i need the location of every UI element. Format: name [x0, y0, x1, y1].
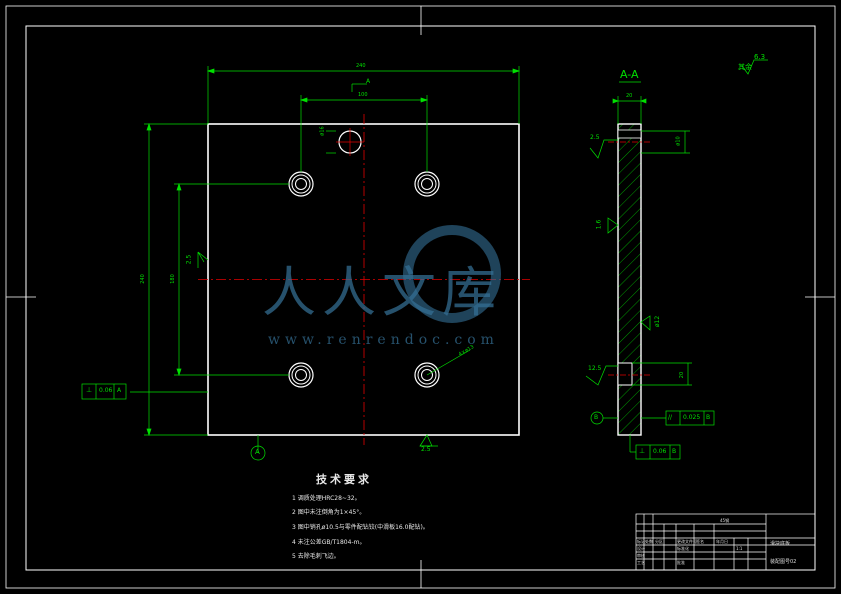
hole-spacing-text: 100 — [358, 92, 368, 98]
tb-row-label: 更改文件号 — [677, 539, 697, 544]
hole-dim-text: ø16 — [319, 126, 326, 136]
tb-material: 45钢 — [720, 518, 730, 523]
side-depth-text: ø10 — [675, 136, 682, 146]
watermark-logo-icon — [403, 225, 501, 323]
side-note-text: ø12 — [654, 315, 662, 328]
section-mark-a: A — [366, 78, 371, 85]
counterbore-roughness: 12.5 — [588, 365, 602, 372]
perp-datum: A — [117, 387, 122, 394]
bolt-hole — [288, 362, 314, 388]
side-perp-value: 0.06 — [653, 448, 667, 455]
tb-design-label: 批准 — [677, 560, 685, 565]
side-perp-datum: B — [672, 448, 677, 455]
bottom-roughness-text: 2.5 — [421, 446, 431, 453]
front-dimensions — [81, 66, 521, 461]
surface-finish-note: 其余 — [738, 63, 752, 71]
parallel-symbol: // — [668, 414, 673, 421]
roughness-text: 2.5 — [185, 254, 193, 265]
tb-row-label: 分区 — [655, 539, 663, 544]
tech-req-item: 5 去除毛刺飞边。 — [292, 553, 340, 560]
top-dimension-text: 240 — [356, 63, 366, 69]
side-top-roughness: 2.5 — [590, 134, 600, 141]
tb-design-label: 设计 — [637, 546, 645, 551]
bolt-hole — [414, 362, 440, 388]
tech-req-item: 1 调质处理HRC28~32。 — [292, 495, 361, 502]
parallel-value: 0.025 — [683, 414, 701, 421]
tb-row-label: 处数 — [645, 539, 653, 544]
tb-design-label: 工艺 — [637, 560, 645, 565]
bolt-hole — [288, 171, 314, 197]
tb-scale: 1:1 — [736, 546, 743, 551]
sheet-border — [5, 5, 836, 589]
tech-req-item: 2 图中未注倒角为1×45°。 — [292, 509, 366, 516]
datum-a-label: A — [255, 448, 260, 456]
section-label: A-A — [620, 68, 639, 81]
tech-req-title: 技术要求 — [316, 473, 372, 486]
counterbore-dim-text: 20 — [679, 371, 686, 379]
tb-design-label: 审核 — [637, 553, 645, 558]
side-width-text: 20 — [626, 93, 633, 99]
datum-b-label: B — [594, 414, 599, 421]
tech-req-item: 3 图中销孔ø10.5与零件配钻铰(中滑板16.0配钻)。 — [292, 524, 429, 531]
tb-part-name: 滑块底板 — [770, 541, 791, 547]
tb-row-label: 标记 — [637, 539, 645, 544]
perp-value: 0.06 — [99, 387, 113, 394]
title-block — [635, 513, 816, 571]
parallel-datum: B — [706, 414, 711, 421]
watermark-url: www.renrendoc.com — [268, 332, 499, 348]
left-dimension-text: 240 — [139, 274, 146, 284]
pin-hole — [336, 128, 364, 156]
side-dimensions — [585, 59, 768, 460]
side-face-roughness: 1.6 — [595, 219, 603, 230]
side-section-view — [608, 123, 651, 436]
bolt-hole — [414, 171, 440, 197]
surface-finish-value: 6.3 — [754, 53, 766, 61]
tb-drawing-no: 装配图号02 — [770, 559, 797, 565]
tb-row-label: 年月日 — [716, 539, 728, 544]
tb-row-label: 签名 — [696, 539, 704, 544]
inner-dimension-text: 180 — [169, 274, 176, 284]
perp-symbol: ⊥ — [86, 386, 93, 394]
tb-design-label: 标准化 — [677, 546, 689, 551]
tech-req-item: 4 未注公差GB/T1804-m。 — [292, 539, 366, 546]
side-perp-symbol: ⊥ — [639, 447, 646, 455]
